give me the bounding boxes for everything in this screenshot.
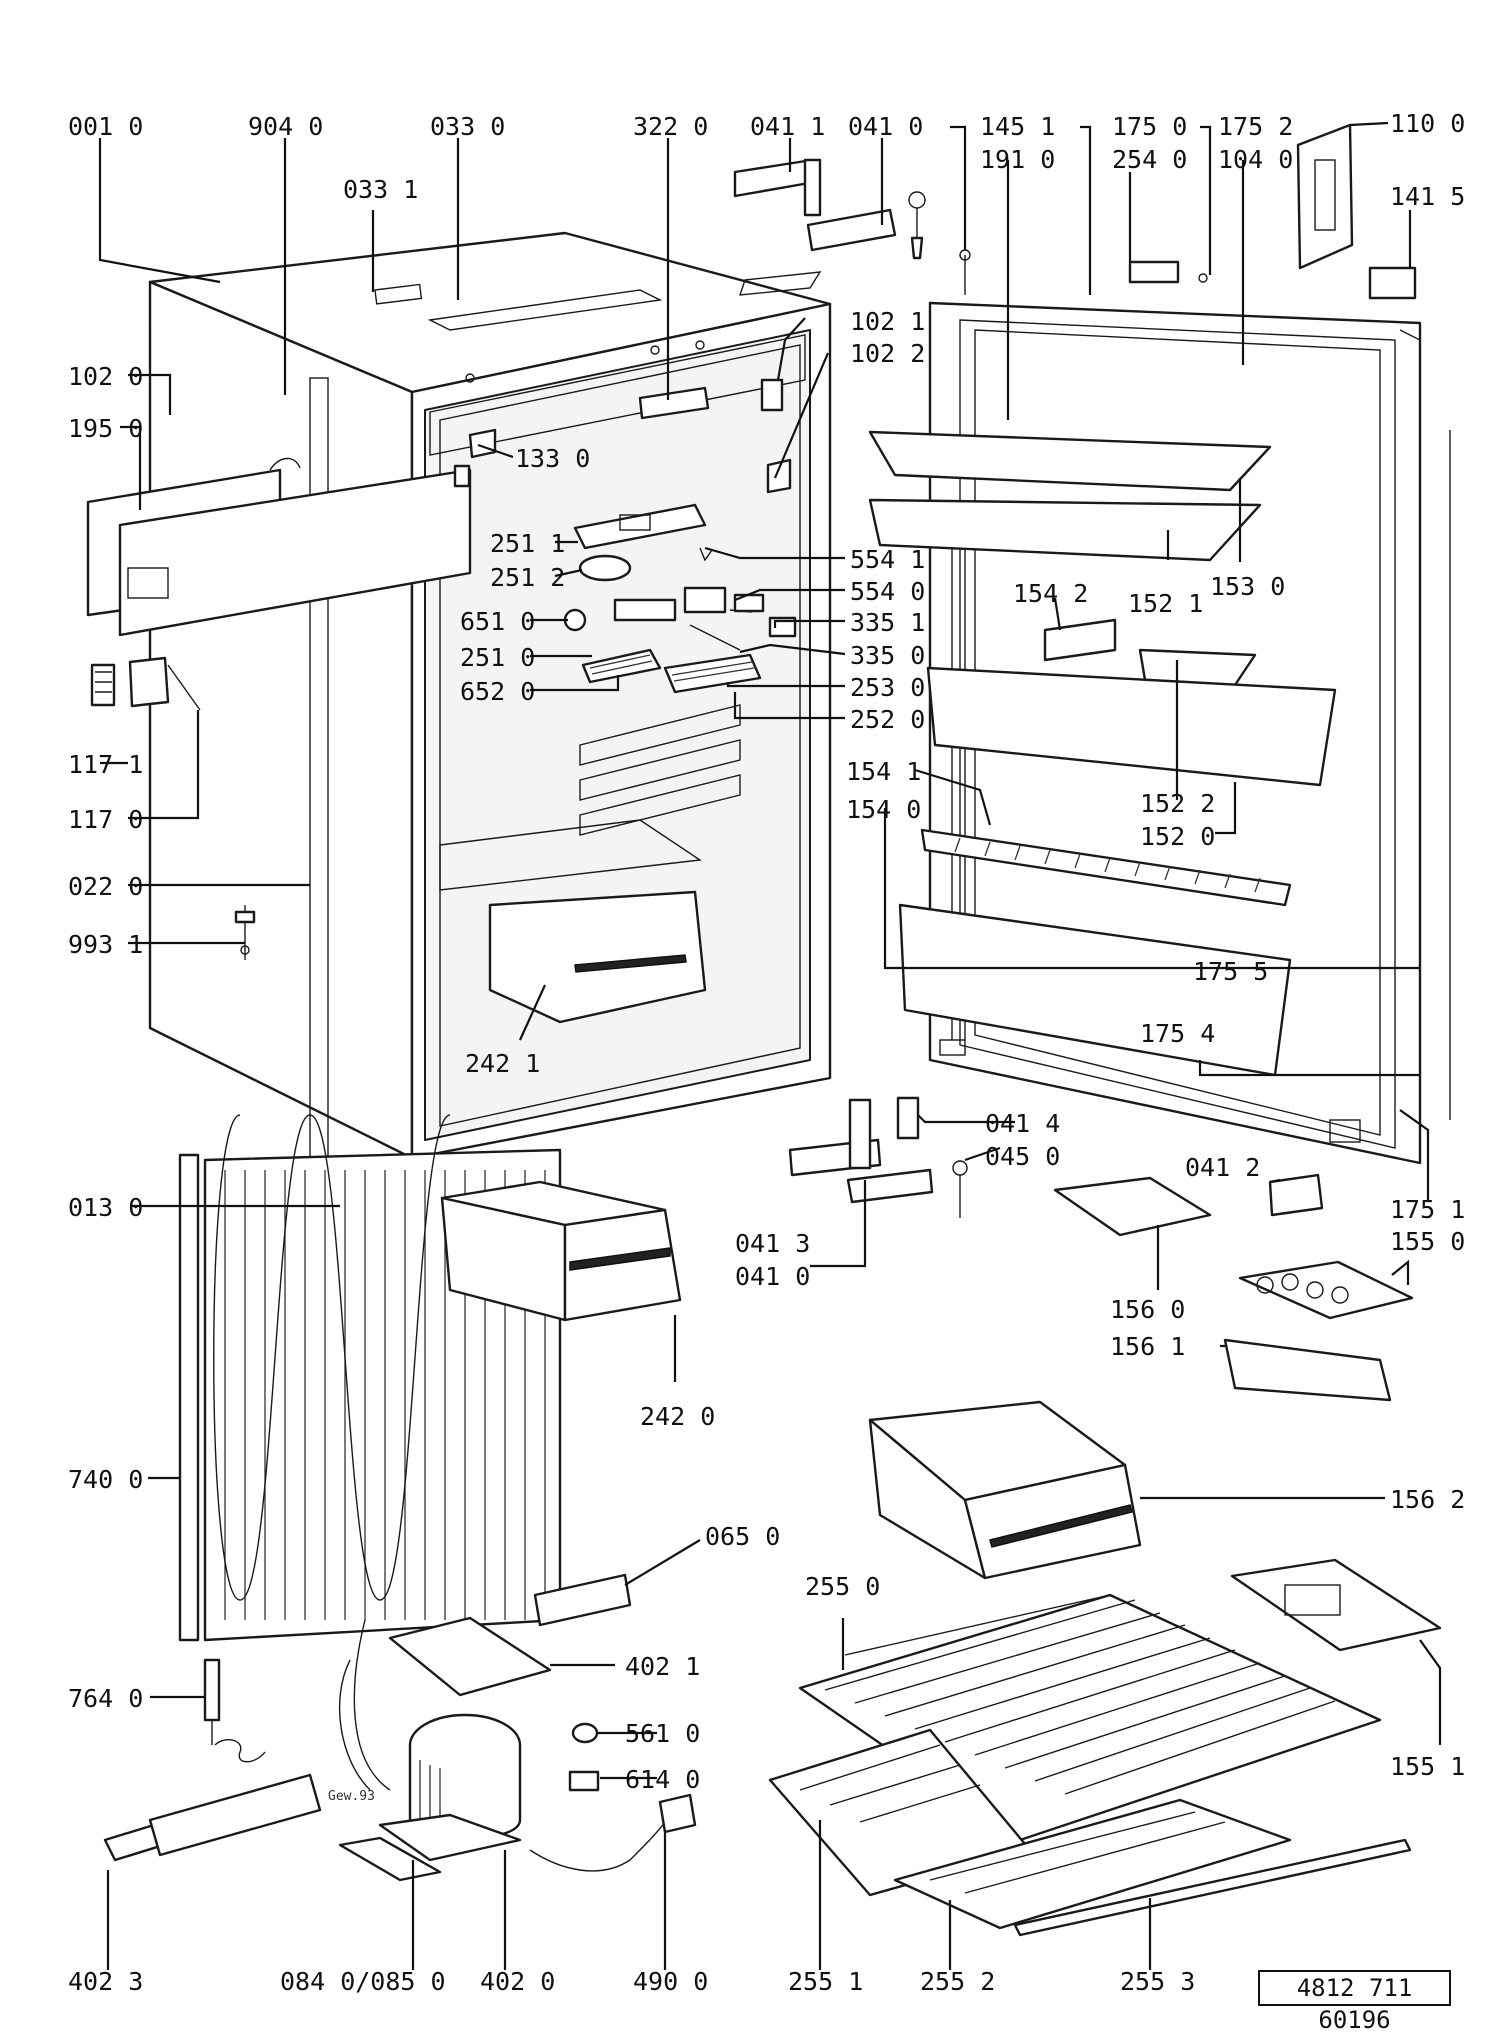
label-651-0: 651 0 [460,607,535,636]
label-117-0: 117 0 [68,805,143,834]
label-251-1: 251 1 [490,529,565,558]
top-hinges-drawing [468,158,926,494]
label-145-1: 145 1 [980,112,1055,141]
thermostat-group-drawing [563,503,797,694]
label-013-0: 013 0 [68,1193,143,1222]
label-041-4: 041 4 [985,1109,1060,1138]
label-104-0: 104 0 [1218,145,1293,174]
label-251-0: 251 0 [460,643,535,672]
lower-hinges-drawing [788,1096,1324,1218]
control-panel-drawing [86,457,472,637]
label-242-0: 242 0 [640,1402,715,1431]
label-065-0: 065 0 [705,1522,780,1551]
label-084-0-085-0: 084 0/085 0 [280,1967,446,1996]
label-110-0: 110 0 [1390,109,1465,138]
label-152-1: 152 1 [1128,589,1203,618]
label-102-0: 102 0 [68,362,143,391]
label-554-1: 554 1 [850,545,925,574]
label-033-1: 033 1 [343,175,418,204]
label-175-2: 175 2 [1218,112,1293,141]
label-155-1: 155 1 [1390,1752,1465,1781]
label-155-0: 155 0 [1390,1227,1465,1256]
label-041-1: 041 1 [750,112,825,141]
label-252-0: 252 0 [850,705,925,734]
label-175-1: 175 1 [1390,1195,1465,1224]
label-141-5: 141 5 [1390,182,1465,211]
label-033-0: 033 0 [430,112,505,141]
label-251-2: 251 2 [490,563,565,592]
label-402-3: 402 3 [68,1967,143,1996]
shelves-drawing [768,1593,1412,1937]
label-191-0: 191 0 [980,145,1055,174]
label-001-0: 001 0 [68,112,143,141]
label-652-0: 652 0 [460,677,535,706]
small-mark-text: Gew.93 [328,1789,375,1804]
label-614-0: 614 0 [625,1765,700,1794]
label-335-0: 335 0 [850,641,925,670]
label-335-1: 335 1 [850,608,925,637]
label-402-1: 402 1 [625,1652,700,1681]
label-154-2: 154 2 [1013,579,1088,608]
label-764-0: 764 0 [68,1684,143,1713]
part-labels: 001 0 904 0 033 0 322 0 041 1 041 0 145 … [68,109,1465,1996]
label-255-3: 255 3 [1120,1967,1195,1996]
label-175-0: 175 0 [1112,112,1187,141]
label-152-2: 152 2 [1140,789,1215,818]
label-154-0: 154 0 [846,795,921,824]
label-153-0: 153 0 [1210,572,1285,601]
label-175-4: 175 4 [1140,1019,1215,1048]
label-561-0: 561 0 [625,1719,700,1748]
trays-drawing [868,1176,1442,1652]
document-number: 4812 711 60196 [1296,1974,1413,2034]
label-022-0: 022 0 [68,872,143,901]
label-254-0: 254 0 [1112,145,1187,174]
label-152-0: 152 0 [1140,822,1215,851]
label-255-2: 255 2 [920,1967,995,1996]
label-102-2: 102 2 [850,339,925,368]
label-402-0: 402 0 [480,1967,555,1996]
label-255-1: 255 1 [788,1967,863,1996]
label-133-0: 133 0 [515,444,590,473]
document-number-box: 4812 711 60196 [1258,1970,1451,2034]
small-brackets-drawing [90,656,256,960]
label-904-0: 904 0 [248,112,323,141]
label-993-1: 993 1 [68,930,143,959]
door-drawing [868,123,1451,1165]
label-117-1: 117 1 [68,750,143,779]
label-041-0-lower: 041 0 [735,1262,810,1291]
label-255-0: 255 0 [805,1572,880,1601]
label-156-1: 156 1 [1110,1332,1185,1361]
label-322-0: 322 0 [633,112,708,141]
leader-lines [98,121,1442,1970]
label-041-3: 041 3 [735,1229,810,1258]
label-195-0: 195 0 [68,414,143,443]
label-156-0: 156 0 [1110,1295,1185,1324]
label-740-0: 740 0 [68,1465,143,1494]
label-253-0: 253 0 [850,673,925,702]
label-156-2: 156 2 [1390,1485,1465,1514]
label-175-5: 175 5 [1193,957,1268,986]
label-554-0: 554 0 [850,577,925,606]
label-242-1: 242 1 [465,1049,540,1078]
label-102-1: 102 1 [850,307,925,336]
label-041-2: 041 2 [1185,1153,1260,1182]
condenser-drawing [103,1114,697,1882]
label-045-0: 045 0 [985,1142,1060,1171]
label-041-0-top: 041 0 [848,112,923,141]
label-154-1: 154 1 [846,757,921,786]
label-490-0: 490 0 [633,1967,708,1996]
